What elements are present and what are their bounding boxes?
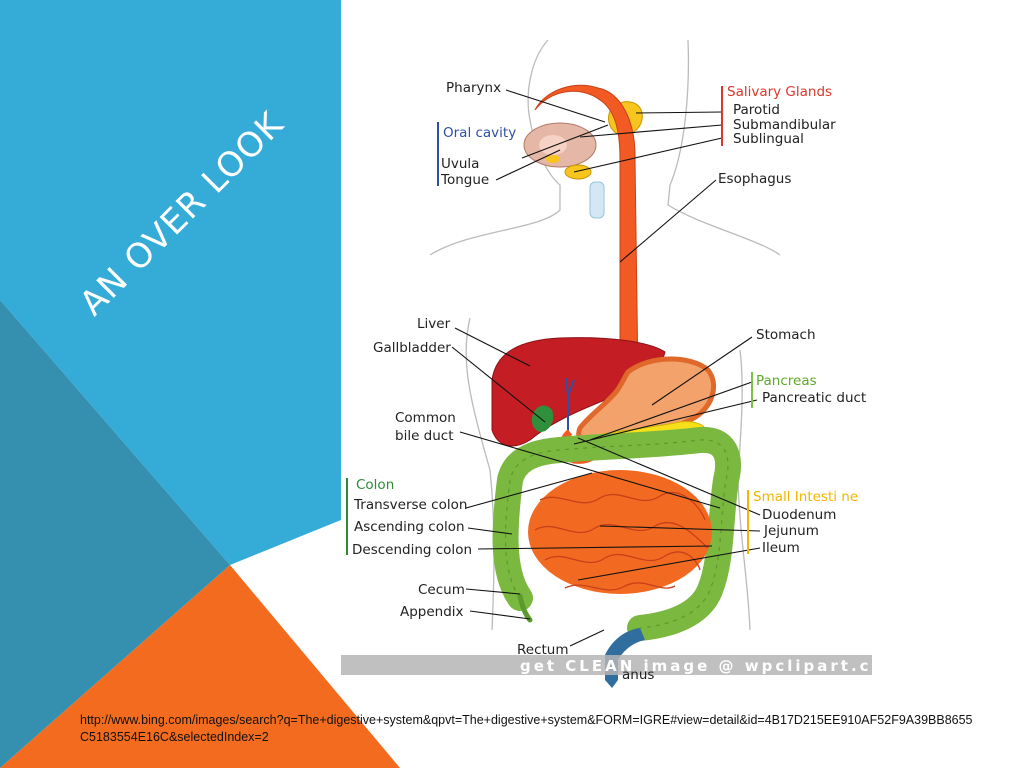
label-submandibular: Submandibular	[733, 117, 836, 133]
blue-panel	[0, 0, 341, 565]
label-esophagus: Esophagus	[718, 171, 791, 187]
leader-lines	[451, 89, 761, 647]
teal-panel	[0, 300, 230, 768]
label-ascending-colon: Ascending colon	[354, 519, 465, 535]
colon-haustra	[504, 439, 729, 629]
gallbladder-shape	[531, 405, 554, 432]
label-pharynx: Pharynx	[446, 80, 501, 96]
label-small-intestine: Small Intesti ne	[753, 489, 858, 505]
label-stomach: Stomach	[756, 327, 816, 343]
label-oral-cavity: Oral cavity	[443, 125, 516, 141]
label-transverse-colon: Transverse colon	[353, 497, 467, 513]
label-duodenum: Duodenum	[762, 507, 836, 523]
digestive-system-diagram: get CLEAN image @ wpclipart.com Pharynx …	[341, 39, 881, 688]
body-outline	[429, 39, 781, 631]
label-jejunum: Jejunum	[763, 523, 819, 539]
label-sublingual: Sublingual	[733, 131, 804, 147]
watermark-bar	[341, 655, 872, 675]
label-common-bile-duct-line2: bile duct	[395, 428, 454, 444]
label-uvula: Uvula	[441, 156, 479, 172]
oral-cavity-shape	[523, 122, 605, 219]
label-parotid: Parotid	[733, 102, 780, 118]
label-anus: anus	[622, 667, 654, 683]
label-liver: Liver	[417, 316, 451, 332]
label-ileum: Ileum	[762, 540, 800, 556]
source-url[interactable]: http://www.bing.com/images/search?q=The+…	[80, 713, 973, 744]
watermark-text: get CLEAN image @ wpclipart.com	[520, 657, 881, 675]
label-common-bile-duct-line1: Common	[395, 410, 456, 426]
label-colon: Colon	[356, 477, 394, 493]
label-cecum: Cecum	[418, 582, 465, 598]
label-pancreatic-duct: Pancreatic duct	[762, 390, 866, 406]
small-intestine-shape	[528, 470, 712, 594]
label-pancreas: Pancreas	[756, 373, 817, 389]
orange-panel	[0, 565, 400, 768]
label-rectum: Rectum	[517, 642, 569, 658]
label-tongue: Tongue	[440, 172, 489, 188]
label-descending-colon: Descending colon	[352, 542, 472, 558]
label-gallbladder: Gallbladder	[373, 340, 451, 356]
label-salivary-glands: Salivary Glands	[727, 84, 832, 100]
label-appendix: Appendix	[400, 604, 464, 620]
